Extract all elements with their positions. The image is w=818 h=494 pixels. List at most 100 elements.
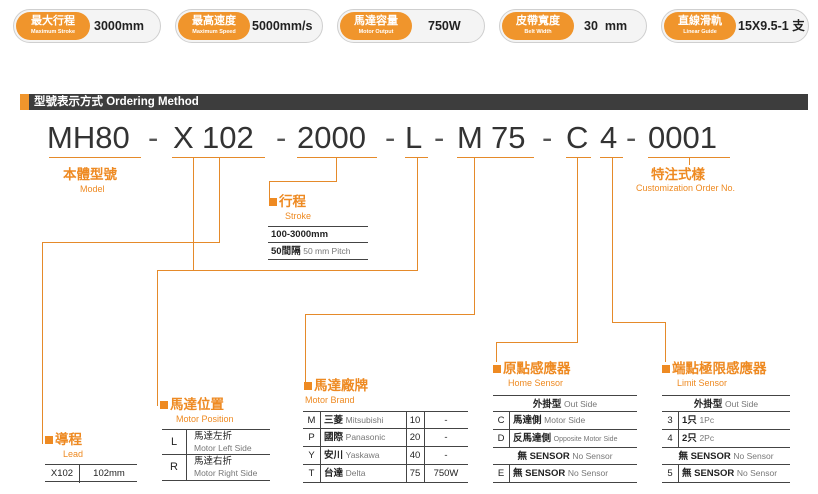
option-zh: 馬達右折 — [194, 456, 233, 467]
spec-value: 30 mm — [584, 19, 628, 33]
custom-label-en: Customization Order No. — [636, 183, 736, 193]
brand-number: 20 — [409, 432, 421, 443]
option-code: R — [170, 461, 178, 473]
brand-number: 75 — [409, 468, 421, 479]
connector-line — [577, 157, 578, 342]
connector-line — [665, 322, 666, 362]
code-lead: 102 — [202, 120, 254, 155]
connector-line — [417, 157, 418, 270]
spec-value: 15X9.5-1 支 — [738, 19, 805, 33]
table-row: P 國際 Panasonic 20 - — [303, 429, 468, 447]
lead-code: X102 — [50, 468, 74, 479]
code-motor-brand: M — [457, 120, 483, 155]
stroke-label-en: Stroke — [285, 211, 312, 221]
connector-line — [612, 322, 665, 323]
stroke-range: 100-3000mm — [271, 229, 329, 240]
option-code: 5 — [667, 468, 673, 479]
code-underline — [49, 157, 141, 158]
spec-label: 直線滑軌 Linear Guide — [664, 12, 736, 40]
table-header: 外掛型 Out Side — [662, 395, 790, 412]
table-row: C 馬達側 Motor Side — [493, 412, 637, 430]
brand-output: 750W — [433, 468, 459, 479]
code-underline — [297, 157, 377, 158]
option-name: 馬達側 Motor Side — [513, 415, 586, 426]
brand-output: - — [444, 450, 448, 461]
connector-line — [305, 314, 475, 315]
lead-value: 102mm — [93, 468, 125, 479]
code-dash: - — [626, 120, 637, 155]
code-underline — [600, 157, 623, 158]
connector-line — [496, 342, 497, 362]
option-code: C — [497, 415, 505, 426]
table-row: 無 SENSOR No Sensor — [493, 448, 637, 465]
spec-badge-linear-guide: 直線滑軌 Linear Guide 15X9.5-1 支 — [661, 9, 809, 43]
stroke-table: 100-3000mm 50間隔 50 mm Pitch — [268, 226, 368, 260]
option-code: L — [170, 436, 178, 448]
section-title: 型號表示方式 Ordering Method — [34, 96, 199, 108]
connector-line — [336, 157, 337, 181]
option-name: 1只 1Pc — [682, 415, 715, 426]
connector-line — [474, 157, 475, 314]
motor-position-label-en: Motor Position — [176, 414, 234, 424]
motor-position-table: L 馬達左折 Motor Left Side R 馬達右折 Motor Righ… — [162, 429, 270, 481]
code-custom: 0001 — [648, 120, 717, 155]
home-sensor-table: 外掛型 Out Side C 馬達側 Motor Side D 反馬達側 Opp… — [493, 395, 637, 483]
brand-name: 安川 Yaskawa — [324, 450, 380, 461]
limit-sensor-label-en: Limit Sensor — [677, 378, 728, 388]
spec-label: 最高速度 Maximum Speed — [178, 12, 250, 40]
connector-line — [42, 242, 220, 243]
label-marker — [304, 382, 312, 390]
spec-badge-motor-output: 馬達容量 Motor Output 750W — [337, 9, 485, 43]
option-code: D — [497, 433, 505, 444]
section-marker — [20, 94, 29, 110]
brand-number: 10 — [409, 415, 421, 426]
brand-code: P — [308, 432, 315, 443]
brand-name: 台達 Delta — [324, 468, 366, 479]
motor-brand-label: 馬達廠牌 — [304, 378, 368, 394]
option-en: Motor Left Side — [194, 443, 252, 453]
code-position: X — [173, 120, 194, 155]
connector-line — [157, 270, 158, 406]
option-name: 無 SENSOR No Sensor — [682, 468, 778, 479]
option-code: E — [497, 468, 505, 479]
limit-sensor-table: 外掛型 Out Side 3 1只 1Pc 4 2只 2Pc 無 SENSOR … — [662, 395, 790, 483]
option-code: 4 — [667, 433, 673, 444]
option-en: Motor Right Side — [194, 468, 258, 478]
connector-line — [269, 181, 270, 202]
table-row: 5 無 SENSOR No Sensor — [662, 465, 790, 483]
spec-label: 皮帶寬度 Belt Width — [502, 12, 574, 40]
connector-line — [689, 157, 690, 165]
home-sensor-label: 原點感應器 — [493, 361, 571, 377]
table-row: X102 102mm — [45, 464, 137, 483]
lead-label: 導程 — [45, 432, 82, 448]
label-marker — [493, 365, 501, 373]
option-name: 2只 2Pc — [682, 433, 715, 444]
code-dash: - — [434, 120, 445, 155]
table-row: L 馬達左折 Motor Left Side — [162, 429, 270, 456]
code-motor-pos: L — [405, 120, 423, 155]
connector-line — [42, 242, 43, 444]
brand-output: - — [444, 415, 448, 426]
table-header: 外掛型 Out Side — [493, 395, 637, 412]
brand-number: 40 — [409, 450, 421, 461]
code-dash: - — [148, 120, 159, 155]
brand-output: - — [444, 432, 448, 443]
label-marker — [662, 365, 670, 373]
table-row: 3 1只 1Pc — [662, 412, 790, 430]
table-row: 100-3000mm — [268, 226, 368, 243]
connector-line — [219, 157, 220, 242]
code-underline — [405, 157, 428, 158]
connector-line — [496, 342, 578, 343]
brand-name: 三菱 Mitsubishi — [324, 415, 384, 426]
spec-value: 3000mm — [94, 19, 145, 33]
brand-code: M — [307, 415, 316, 426]
code-dash: - — [385, 120, 396, 155]
table-row: T 台達 Delta 75 750W — [303, 465, 468, 483]
table-row: Y 安川 Yaskawa 40 - — [303, 447, 468, 465]
stroke-label: 行程 — [269, 194, 306, 210]
option-name: 反馬達側 Opposite Motor Side — [513, 433, 618, 444]
label-marker — [45, 436, 53, 444]
spec-badge-belt-width: 皮帶寬度 Belt Width 30 mm — [499, 9, 647, 43]
table-row: E 無 SENSOR No Sensor — [493, 465, 637, 483]
brand-code: T — [308, 468, 315, 479]
